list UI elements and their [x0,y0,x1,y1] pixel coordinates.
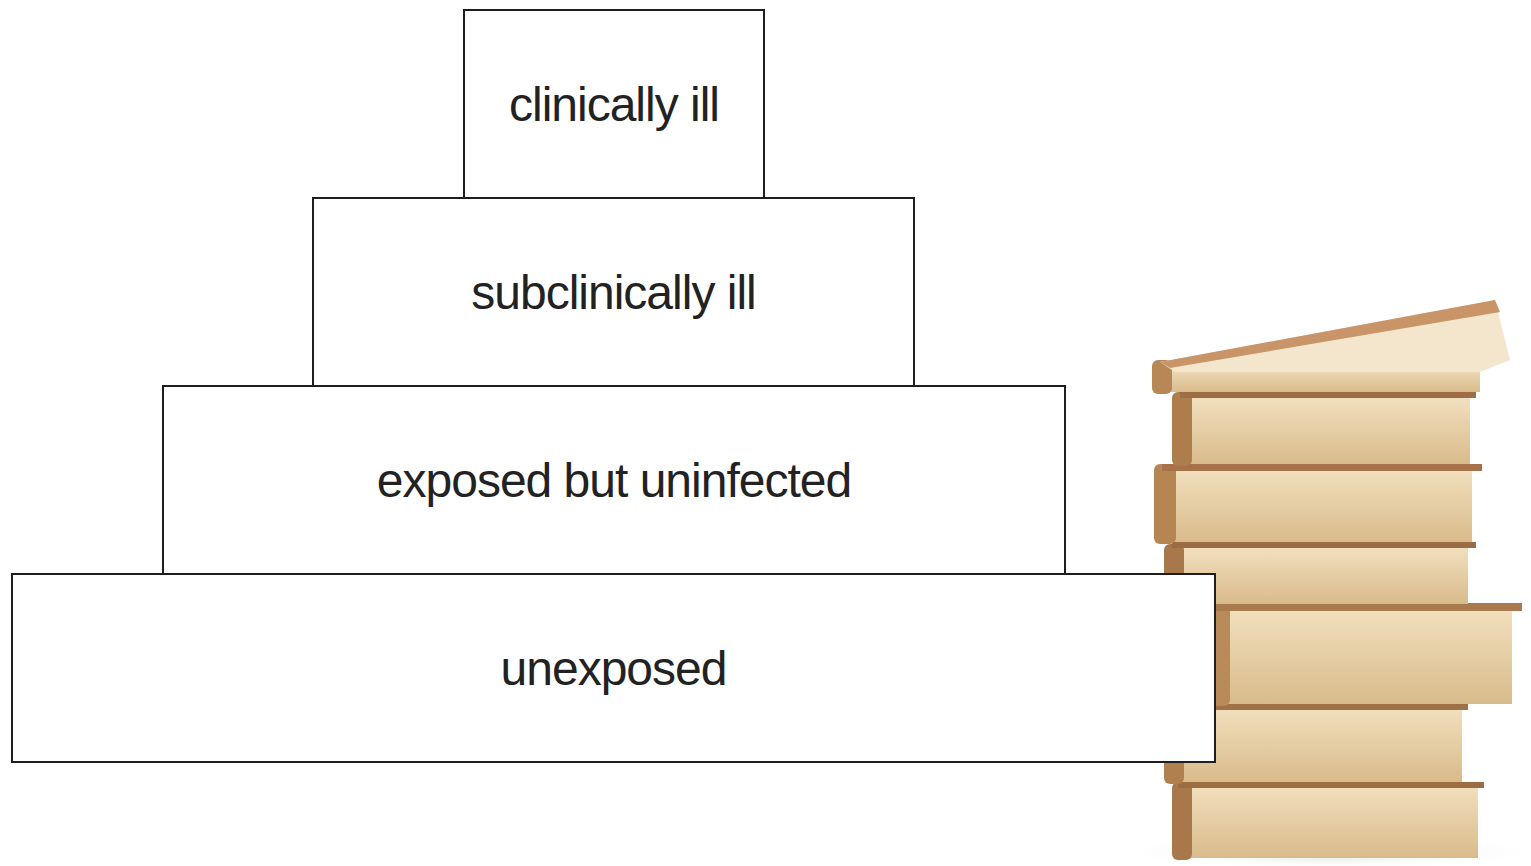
book-pages [1172,548,1468,604]
book-spine [1172,782,1192,860]
book-pages [1162,470,1472,542]
level-label: exposed but uninfected [377,453,851,508]
open-book-cover [1160,300,1500,368]
open-book-page [1160,300,1510,372]
book-spine [1172,392,1192,466]
pyramid-level: clinically ill [463,9,765,199]
book-cover [1172,542,1476,548]
book-pages [1178,786,1478,858]
book-pages [1180,398,1470,464]
level-label: clinically ill [509,77,719,132]
book-cover [1178,782,1484,788]
level-label: unexposed [501,641,727,696]
book-cover [1216,603,1522,611]
book-spine [1154,464,1176,544]
book-cover [1180,392,1476,398]
level-label: subclinically ill [471,265,755,320]
pyramid-level: exposed but uninfected [162,385,1066,575]
pyramid-level: unexposed [11,573,1216,763]
book-pages [1216,610,1512,704]
pyramid-level: subclinically ill [312,197,915,387]
book-cover [1162,464,1482,471]
